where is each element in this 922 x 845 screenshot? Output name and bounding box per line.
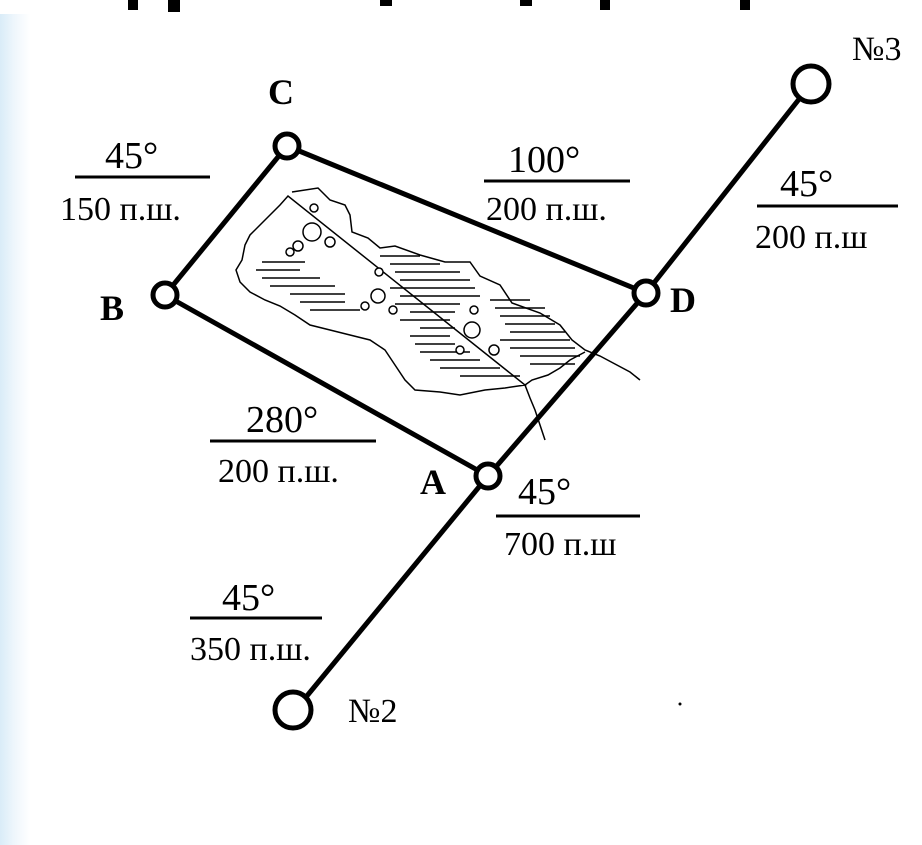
point-label-b: B <box>100 288 124 328</box>
n2a-angle: 45° <box>222 577 275 619</box>
route-line-a-d <box>486 291 648 478</box>
station-b-marker <box>150 280 180 310</box>
stray-dot <box>678 702 682 706</box>
station-a-marker <box>473 461 503 491</box>
side-c-d <box>286 143 647 296</box>
n2a-distance: 350 п.ш. <box>190 631 311 668</box>
ad-distance: 700 п.ш <box>504 526 616 563</box>
cropped-title-text <box>128 0 750 12</box>
ab-distance: 200 п.ш. <box>218 453 339 490</box>
cd-angle: 100° <box>508 139 580 181</box>
station-c-marker <box>272 131 302 161</box>
top-strip <box>0 0 922 14</box>
route-line-n2-a <box>295 474 490 710</box>
ab-angle: 280° <box>246 399 318 441</box>
dn3-distance: 200 п.ш <box>755 219 867 256</box>
dn3-angle: 45° <box>780 163 833 205</box>
route-line-d-n3 <box>644 82 813 295</box>
swamp-circles <box>285 203 500 356</box>
bc-distance: 150 п.ш. <box>60 191 181 228</box>
point-label-d: D <box>670 280 696 320</box>
point-label-a: A <box>420 462 446 502</box>
station-d-marker <box>631 278 661 308</box>
point-label-n2: №2 <box>348 693 397 730</box>
side-b-c <box>163 144 289 297</box>
point-label-n3: №3 <box>852 31 901 68</box>
ad-angle: 45° <box>518 471 571 513</box>
side-a-b <box>163 292 490 479</box>
point-label-c: C <box>268 72 294 112</box>
cd-distance: 200 п.ш. <box>486 191 607 228</box>
bc-angle: 45° <box>105 135 158 177</box>
station-n2-marker <box>272 689 314 731</box>
swamp-hatching <box>256 255 580 377</box>
station-n3-marker <box>790 63 832 105</box>
